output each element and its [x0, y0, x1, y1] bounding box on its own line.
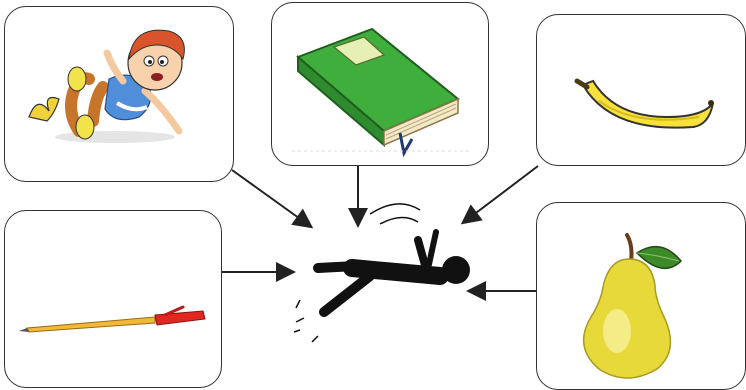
- impact-marks: [294, 300, 318, 342]
- motion-lines: [370, 204, 420, 224]
- falling-person-leg-front: [318, 266, 356, 268]
- falling-person-leg-back: [324, 276, 370, 312]
